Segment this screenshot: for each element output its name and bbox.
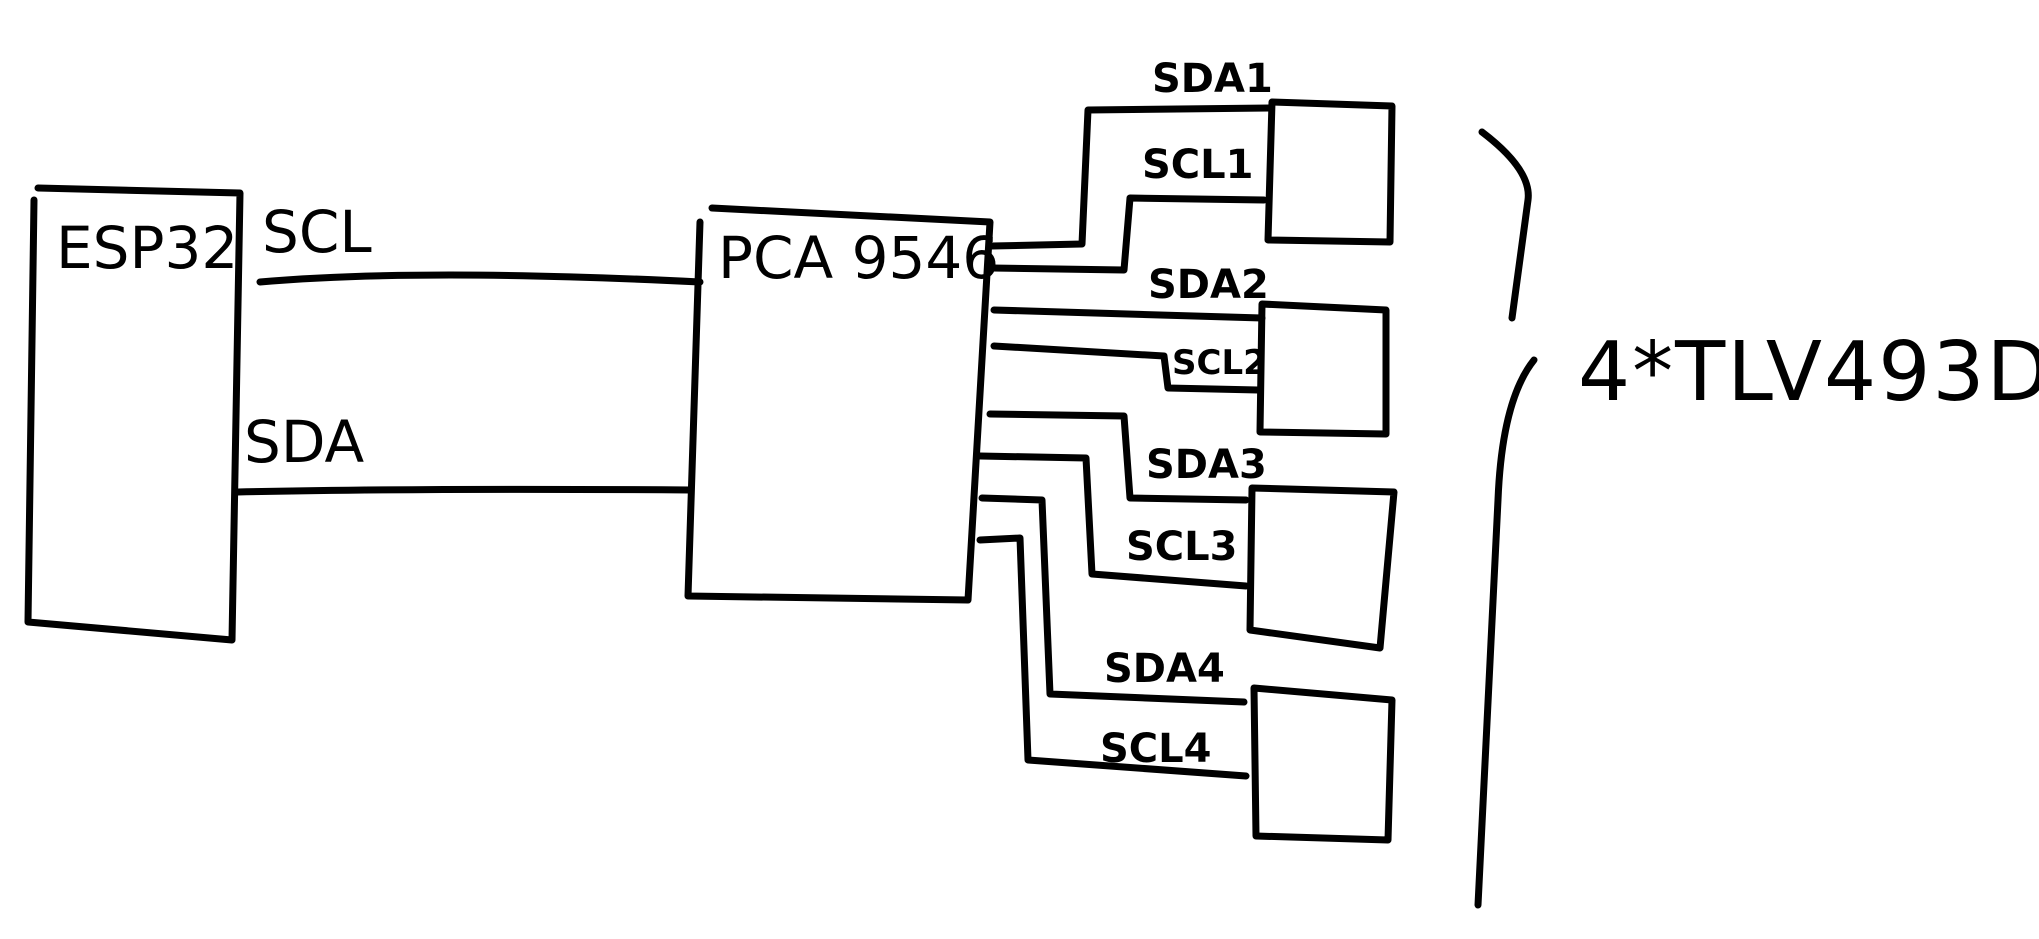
- sensor-3-box: [1246, 484, 1398, 652]
- sda-label: SDA: [244, 408, 364, 476]
- sda3-label: SDA3: [1146, 442, 1267, 488]
- sensor-2-box: [1256, 300, 1390, 438]
- pca9546-label: PCA 9546: [718, 224, 999, 292]
- scl2-wire: [990, 342, 1262, 394]
- sensor-4-box: [1250, 684, 1396, 844]
- sda4-wire: [978, 494, 1248, 706]
- sda4-label: SDA4: [1104, 646, 1225, 692]
- sda1-label: SDA1: [1152, 56, 1273, 102]
- scl1-label: SCL1: [1142, 142, 1253, 188]
- sda1-wire: [988, 104, 1274, 250]
- scl2-label: SCL2: [1172, 343, 1267, 383]
- scl4-wire: [976, 534, 1250, 780]
- sda2-wire: [990, 306, 1266, 322]
- sda3-wire: [986, 410, 1250, 504]
- sensor-group-brace: [1474, 128, 1538, 909]
- scl-line: [256, 271, 704, 286]
- esp32-label: ESP32: [56, 214, 238, 282]
- sensors-label: 4*TLV493D: [1578, 325, 2039, 420]
- sensor-1-box: [1264, 98, 1396, 246]
- sda2-label: SDA2: [1148, 262, 1269, 308]
- scl-label: SCL: [262, 198, 372, 266]
- sda-line: [234, 485, 694, 496]
- pca9546-box: [684, 204, 994, 604]
- scl1-wire: [988, 194, 1268, 274]
- esp32-box: [24, 184, 244, 644]
- scl3-wire: [976, 452, 1250, 590]
- scl3-label: SCL3: [1126, 524, 1237, 570]
